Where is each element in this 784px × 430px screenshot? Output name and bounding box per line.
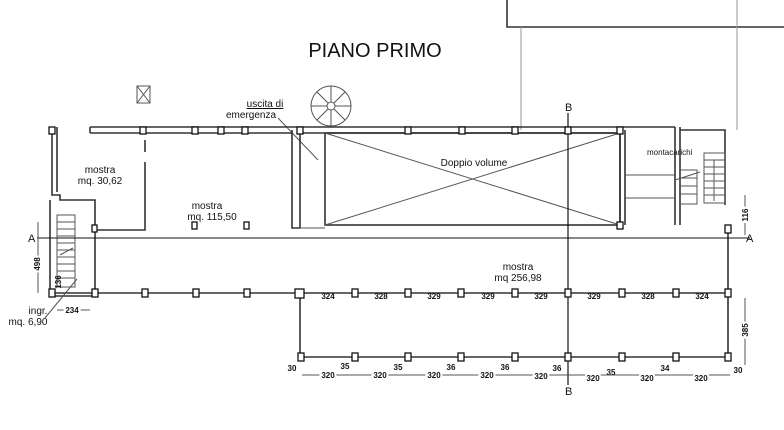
svg-text:329: 329 — [427, 292, 441, 301]
svg-text:mostra: mostra — [85, 165, 116, 176]
svg-text:35: 35 — [394, 363, 403, 372]
svg-text:36: 36 — [553, 364, 562, 373]
exit-label: uscita di emergenza — [226, 99, 319, 161]
dimension-vertical: 498 136 116 385 234 — [31, 195, 752, 365]
room-montacarichi: montacarichi — [647, 148, 693, 157]
svg-text:30: 30 — [288, 364, 297, 373]
room-mostra-mid: mostra mq. 115,50 — [187, 201, 237, 223]
svg-text:36: 36 — [501, 363, 510, 372]
double-height-void: Doppio volume — [324, 132, 621, 226]
svg-text:A: A — [28, 233, 36, 245]
svg-text:320: 320 — [694, 374, 708, 383]
svg-text:Doppio volume: Doppio volume — [441, 158, 508, 169]
svg-text:320: 320 — [534, 372, 548, 381]
svg-text:34: 34 — [661, 364, 670, 373]
svg-text:emergenza: emergenza — [226, 110, 276, 121]
svg-text:498: 498 — [33, 257, 42, 271]
dimension-spans: 320 320 320 320 320 320 320 320 — [302, 369, 730, 385]
svg-text:mq 256,98: mq 256,98 — [494, 273, 542, 284]
svg-text:320: 320 — [373, 371, 387, 380]
room-mostra-small: mostra mq. 30,62 — [78, 165, 123, 187]
svg-text:329: 329 — [587, 292, 601, 301]
svg-text:234: 234 — [65, 306, 79, 315]
dimension-bays: 324 328 329 329 329 329 328 324 — [321, 292, 709, 301]
svg-text:320: 320 — [427, 371, 441, 380]
svg-text:320: 320 — [640, 374, 654, 383]
svg-text:35: 35 — [607, 368, 616, 377]
svg-text:328: 328 — [374, 292, 388, 301]
svg-text:A: A — [746, 233, 754, 245]
plan-title: PIANO PRIMO — [308, 40, 441, 62]
svg-text:320: 320 — [321, 371, 335, 380]
svg-text:36: 36 — [447, 363, 456, 372]
window-symbol-icon — [136, 85, 151, 104]
svg-text:ingr.: ingr. — [29, 306, 48, 317]
room-ingresso: ingr. mq. 6,90 — [9, 278, 78, 328]
svg-text:mq. 30,62: mq. 30,62 — [78, 176, 123, 187]
right-stair-icon — [674, 152, 726, 205]
svg-text:B: B — [565, 386, 572, 398]
spiral-stair-icon — [310, 85, 352, 127]
svg-text:116: 116 — [741, 208, 750, 221]
walls — [49, 126, 729, 360]
svg-text:uscita di: uscita di — [247, 99, 284, 110]
section-axis-a: A A — [28, 233, 754, 245]
svg-text:324: 324 — [695, 292, 709, 301]
svg-text:320: 320 — [480, 371, 494, 380]
svg-text:30: 30 — [734, 366, 743, 375]
svg-text:35: 35 — [341, 362, 350, 371]
section-axis-b: B B — [565, 102, 572, 398]
svg-text:mq. 6,90: mq. 6,90 — [9, 317, 48, 328]
svg-text:136: 136 — [54, 275, 63, 289]
svg-text:320: 320 — [586, 374, 600, 383]
adjacent-building — [506, 0, 784, 130]
dimension-offsets: 30 35 35 36 36 36 35 34 30 — [288, 362, 743, 377]
pillars — [48, 126, 732, 362]
svg-text:B: B — [565, 102, 572, 114]
svg-text:329: 329 — [534, 292, 548, 301]
svg-text:328: 328 — [641, 292, 655, 301]
svg-text:385: 385 — [741, 323, 750, 337]
svg-text:329: 329 — [481, 292, 495, 301]
svg-text:324: 324 — [321, 292, 335, 301]
svg-text:mostra: mostra — [503, 262, 534, 273]
svg-text:mq. 115,50: mq. 115,50 — [187, 212, 237, 223]
svg-text:mostra: mostra — [192, 201, 223, 212]
left-stair-icon — [56, 214, 76, 288]
room-mostra-large: mostra mq 256,98 — [494, 262, 542, 284]
